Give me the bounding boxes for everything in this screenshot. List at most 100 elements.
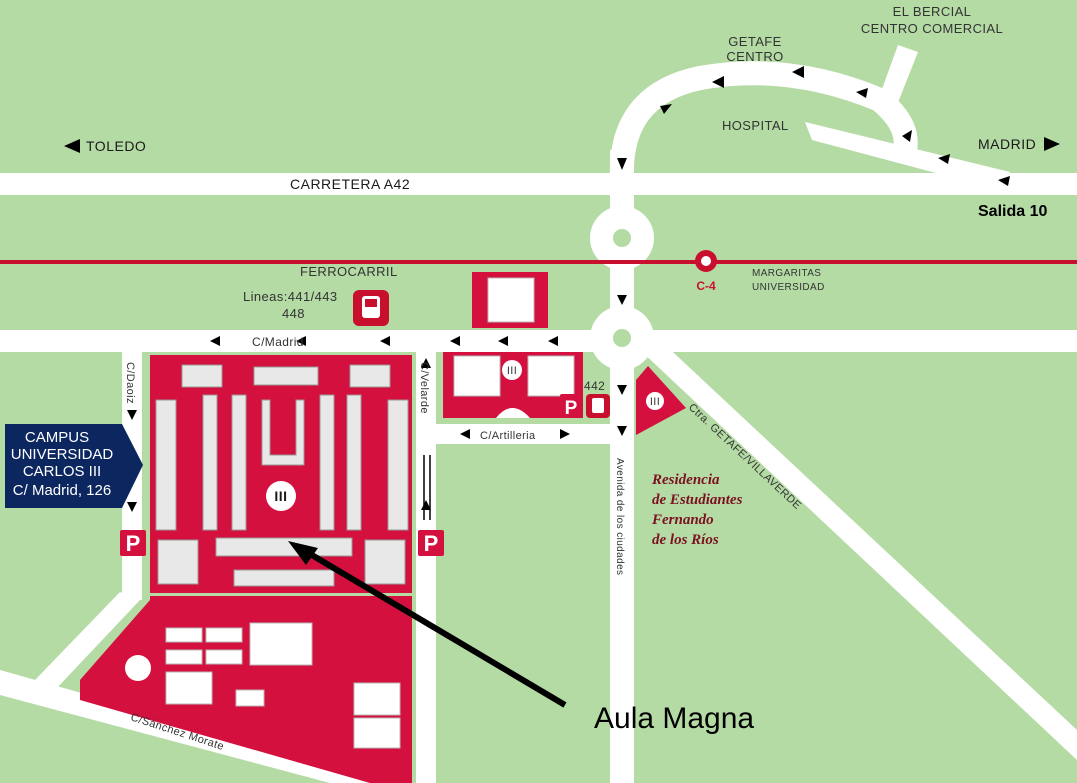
label-avenida: Avenida de los ciudades bbox=[614, 458, 625, 575]
lower-building-grid-2 bbox=[205, 627, 243, 643]
lower-building-round bbox=[125, 655, 151, 681]
middle-building-b bbox=[527, 355, 575, 397]
arrow-madrid-st-3 bbox=[380, 336, 390, 346]
arrow-velarde-1 bbox=[421, 358, 431, 368]
arrow-loop-3 bbox=[856, 88, 868, 98]
arrow-down-1 bbox=[617, 158, 627, 170]
label-margaritas-1: MARGARITAS bbox=[752, 268, 821, 279]
bus-icon-442 bbox=[586, 394, 610, 418]
road-c-artilleria bbox=[436, 424, 616, 444]
lower-building-b bbox=[235, 689, 265, 707]
label-madrid: MADRID bbox=[978, 136, 1036, 152]
label-toledo: TOLEDO bbox=[86, 138, 146, 154]
parking-middle-label: P bbox=[565, 398, 578, 419]
campus-sign-line-2: UNIVERSIDAD bbox=[11, 446, 114, 463]
label-lineas-2: 448 bbox=[282, 306, 305, 321]
label-lineas-1: Lineas:441/443 bbox=[243, 289, 338, 304]
label-hospital: HOSPITAL bbox=[722, 118, 789, 133]
lower-building-d bbox=[353, 717, 401, 749]
label-getafe-2: CENTRO bbox=[726, 49, 783, 64]
label-residencia-2: de Estudiantes bbox=[652, 492, 743, 508]
label-getafe-1: GETAFE bbox=[728, 34, 781, 49]
roundabout-north-inner bbox=[613, 229, 631, 247]
building-bottom-right bbox=[364, 539, 406, 585]
arrow-down-2 bbox=[617, 295, 627, 305]
label-bercial-1: EL BERCIAL bbox=[893, 4, 972, 19]
arrow-madrid-st-2 bbox=[296, 336, 306, 346]
road-hospital-slip bbox=[805, 122, 1010, 190]
train-c4-inner bbox=[701, 256, 711, 266]
road-carretera-a42 bbox=[0, 173, 1077, 195]
label-salida-10: Salida 10 bbox=[978, 203, 1047, 220]
building-top-right bbox=[349, 364, 391, 388]
label-c-madrid: C/Madrid bbox=[252, 335, 304, 349]
building-col-2 bbox=[202, 394, 218, 531]
arrow-madrid-st-5 bbox=[498, 336, 508, 346]
label-residencia-1: Residencia bbox=[651, 472, 720, 488]
triangle-iii-label: III bbox=[650, 396, 660, 408]
arrow-madrid-st-6 bbox=[548, 336, 558, 346]
middle-building-a bbox=[453, 355, 501, 397]
label-c-velarde: C/Velarde bbox=[418, 362, 430, 414]
road-loop-arc bbox=[609, 61, 918, 181]
arrow-loop-5 bbox=[902, 130, 912, 142]
road-left-diagonal bbox=[35, 592, 140, 690]
arrow-toledo bbox=[64, 139, 80, 153]
label-margaritas-2: UNIVERSIDAD bbox=[752, 282, 825, 293]
arrow-daoiz-1 bbox=[127, 410, 137, 420]
aula-magna-pointer-line bbox=[298, 545, 567, 708]
arrow-artilleria-2 bbox=[560, 429, 570, 439]
arrow-loop-1 bbox=[712, 76, 724, 88]
lower-building-grid-1 bbox=[165, 627, 203, 643]
parking-right-label: P bbox=[424, 531, 439, 556]
middle-iii-label: III bbox=[507, 365, 517, 377]
road-c-velarde bbox=[416, 330, 436, 783]
arrow-madrid bbox=[1044, 137, 1060, 151]
label-carretera-a42: CARRETERA A42 bbox=[290, 176, 410, 192]
label-residencia-3: Fernando bbox=[651, 512, 714, 528]
campus-sign-line-1: CAMPUS bbox=[25, 429, 89, 446]
parking-middle bbox=[560, 394, 582, 418]
arrow-down-3 bbox=[617, 385, 627, 395]
building-col-3 bbox=[231, 394, 247, 531]
building-col-4 bbox=[319, 394, 335, 531]
main-iii-label: III bbox=[274, 488, 287, 504]
campus-sign-line-3: CARLOS III bbox=[23, 463, 101, 480]
lower-building-a bbox=[165, 671, 213, 705]
building-top-left bbox=[181, 364, 223, 388]
label-ferrocarril: FERROCARRIL bbox=[300, 264, 398, 279]
train-c4-icon bbox=[695, 250, 717, 272]
lower-building-c bbox=[353, 682, 401, 716]
parking-icons: P P P bbox=[120, 394, 582, 556]
middle-iii-circle bbox=[502, 360, 522, 380]
label-bercial-2: CENTRO COMERCIAL bbox=[861, 21, 1003, 36]
building-bottom-center bbox=[233, 569, 335, 587]
road-ctra-getafe bbox=[640, 340, 1077, 760]
arrow-madrid-st-4 bbox=[450, 336, 460, 346]
road-artilleria-curve bbox=[436, 424, 456, 444]
upper-block-building bbox=[487, 277, 535, 323]
label-c4: C-4 bbox=[696, 279, 716, 293]
parking-right bbox=[418, 530, 444, 556]
triangle-iii-circle bbox=[646, 392, 664, 410]
arrow-loop-2 bbox=[792, 66, 804, 78]
roundabout-south-inner bbox=[613, 329, 631, 347]
campus-area: III III III bbox=[80, 272, 686, 783]
lower-building-large bbox=[249, 622, 313, 666]
lower-building-grid-3 bbox=[165, 649, 203, 665]
parking-left-label: P bbox=[126, 531, 141, 556]
bus-442-body bbox=[592, 398, 604, 413]
main-iii-circle bbox=[266, 481, 296, 511]
campus-sign-line-4: C/ Madrid, 126 bbox=[13, 482, 111, 499]
building-col-6 bbox=[387, 399, 409, 531]
label-aula-magna: Aula Magna bbox=[594, 702, 754, 735]
middle-building-c bbox=[496, 408, 530, 418]
road-c-madrid bbox=[0, 330, 1077, 352]
arrow-daoiz-2 bbox=[127, 502, 137, 512]
building-aula-magna bbox=[215, 537, 353, 557]
arrow-artilleria-1 bbox=[460, 429, 470, 439]
building-col-1 bbox=[155, 399, 177, 531]
bus-icon-window bbox=[365, 299, 377, 307]
railway-line bbox=[0, 260, 1077, 264]
label-bus-442: 442 bbox=[584, 379, 605, 393]
